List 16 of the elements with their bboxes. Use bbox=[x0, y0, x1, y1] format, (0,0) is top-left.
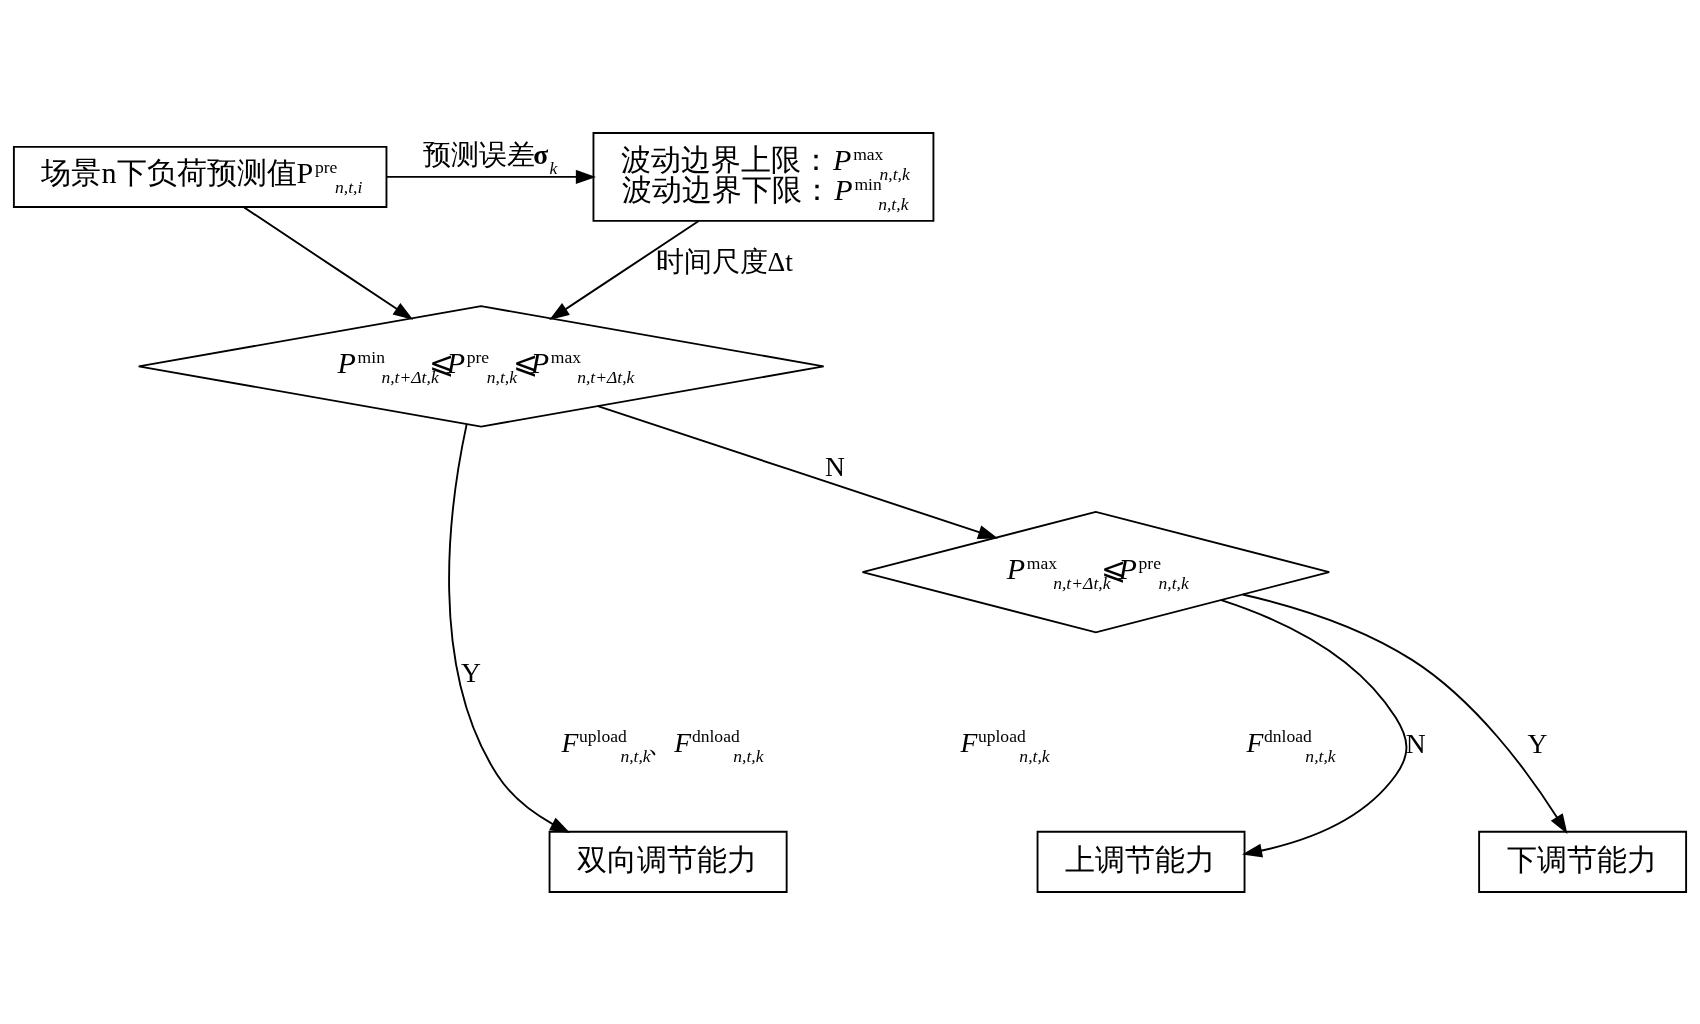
arrow bbox=[1220, 598, 1408, 857]
node-box: 双向调节能力 bbox=[548, 830, 788, 893]
edge-label: Y bbox=[1527, 727, 1548, 759]
arrow bbox=[448, 422, 571, 833]
edge-label: N bbox=[1405, 727, 1426, 759]
arrow bbox=[243, 205, 414, 320]
edge-label: N bbox=[824, 450, 845, 482]
edge-label: 时间尺度Δt bbox=[655, 245, 793, 277]
edge-label: 预测误差σ$_{k}$ bbox=[422, 138, 558, 178]
arrow bbox=[549, 219, 700, 320]
edge-label: Y bbox=[461, 656, 482, 688]
arrow bbox=[385, 169, 596, 184]
node-box: 下调节能力 bbox=[1478, 830, 1688, 893]
node-box: 上调节能力 bbox=[1036, 830, 1246, 893]
arrow bbox=[1241, 593, 1568, 834]
arrow bbox=[596, 404, 999, 539]
